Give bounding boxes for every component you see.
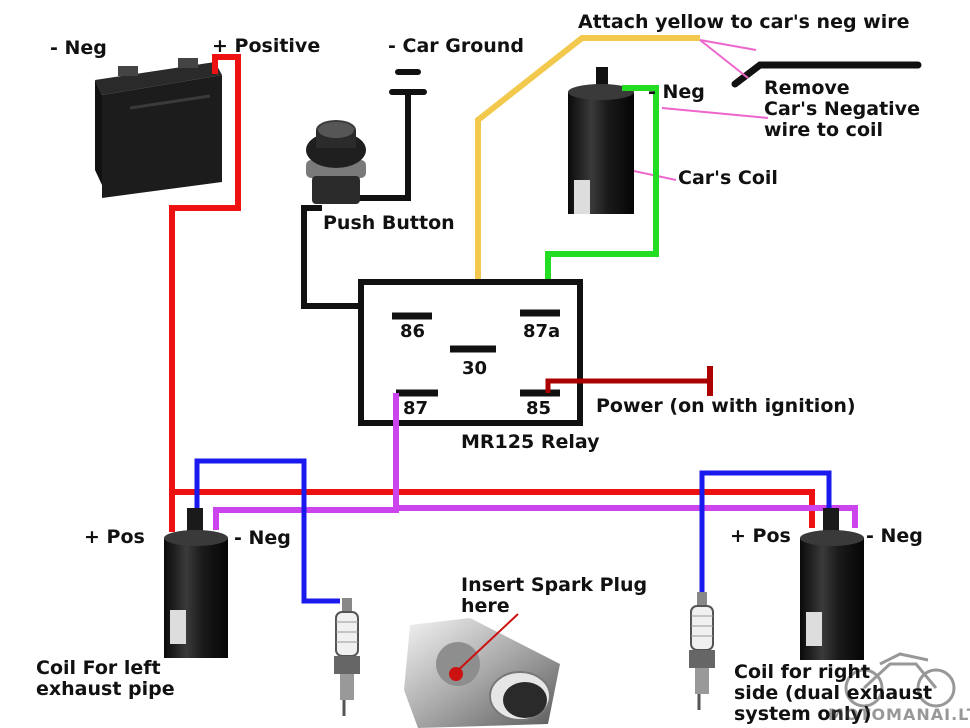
right-neg-label: - Neg: [866, 525, 923, 547]
car-ground-symbol: [389, 69, 427, 95]
insert-plug-label: Insert Spark Plug here: [461, 574, 648, 617]
battery: [95, 58, 222, 198]
left-neg-label: - Neg: [234, 527, 291, 549]
left-coil-caption: Coil For left exhaust pipe: [36, 657, 175, 700]
coil-neg-label: - Neg: [648, 81, 705, 103]
yellow-wire: [475, 35, 700, 348]
push-button: [306, 120, 366, 204]
right-coil-caption: Coil for right side (dual exhaust system…: [734, 661, 933, 725]
blue-wire-right: [699, 470, 832, 595]
push-button-label: Push Button: [323, 212, 455, 234]
right-coil: [800, 508, 864, 660]
left-coil: [164, 508, 228, 658]
relay-pin-87: 87: [403, 398, 429, 419]
relay-pin-85: 85: [526, 398, 552, 419]
battery-neg-label: - Neg: [50, 37, 107, 59]
cars-coil: [568, 67, 634, 214]
watermark-logo: [844, 652, 956, 708]
right-spark-plug: [689, 592, 715, 710]
battery-pos-label: + Positive: [212, 35, 321, 57]
remove-neg-label: Remove Car's Negative wire to coil: [764, 77, 920, 141]
attach-yellow-label: Attach yellow to car's neg wire: [578, 11, 910, 33]
relay-pin-86: 86: [400, 321, 426, 342]
spark-plug-pointer: [453, 613, 519, 675]
exhaust-pipe: [404, 618, 560, 728]
left-pos-label: + Pos: [84, 526, 145, 548]
right-pos-label: + Pos: [730, 525, 791, 547]
magenta-wire-right: [396, 505, 858, 528]
ground-wire-black: [350, 92, 411, 201]
cars-coil-label: Car's Coil: [678, 167, 778, 189]
power-label: Power (on with ignition): [596, 395, 856, 417]
coil-neg-green-wire: [545, 85, 659, 310]
left-spark-plug: [334, 598, 360, 716]
watermark-text: MOTOMANAI.LT: [828, 705, 970, 724]
positive-wire-red: [169, 54, 815, 532]
blue-wire-left: [194, 458, 340, 604]
relay-pin-87a: 87a: [523, 321, 561, 342]
power-wire: [545, 366, 713, 396]
relay-name-label: MR125 Relay: [461, 431, 600, 453]
cars-negative-wire: [731, 61, 922, 88]
relay-pin-30: 30: [462, 358, 488, 379]
callout-lines: [619, 39, 769, 181]
car-ground-label: - Car Ground: [388, 35, 524, 57]
